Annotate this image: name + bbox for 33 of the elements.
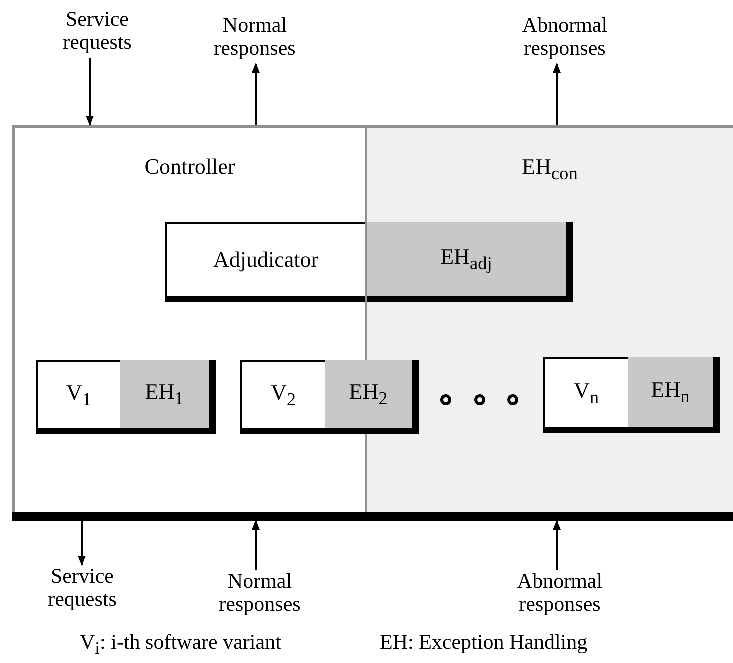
arrow xyxy=(553,520,561,570)
arrow xyxy=(553,63,561,125)
arrow xyxy=(252,520,260,570)
arrow-label: Service requests xyxy=(50,8,145,58)
box-label: EH$_{2}$ xyxy=(349,378,388,410)
box-label: V$_{n}$ xyxy=(574,378,600,408)
region-title: Controller xyxy=(144,154,236,180)
box-label: V$_{2}$ xyxy=(270,380,296,410)
arrow xyxy=(252,63,260,125)
arrow xyxy=(86,58,94,126)
handler-box xyxy=(325,360,419,434)
module-box xyxy=(36,360,120,434)
arrow-label: Normal responses xyxy=(205,570,315,620)
module-box xyxy=(165,222,365,302)
interface-bar xyxy=(12,512,733,521)
box-label: EH$_{1}$ xyxy=(145,378,184,410)
handler-box xyxy=(628,357,720,433)
box-label: Adjudicator xyxy=(213,247,319,273)
arrow-label: Abnormal responses xyxy=(505,14,625,64)
box-label: V$_{1}$ xyxy=(66,380,92,410)
handler-box xyxy=(120,360,216,434)
arrow-label: Normal responses xyxy=(200,14,310,64)
box-label: EH$_{n}$ xyxy=(651,376,690,408)
box-label: EH$_{adj}$ xyxy=(440,244,492,274)
module-box xyxy=(240,360,325,434)
region-title: EH$_{con}$ xyxy=(521,154,579,184)
arrow xyxy=(78,521,86,566)
note-text: EH: Exception Handling xyxy=(380,630,588,655)
handler-box xyxy=(367,222,573,302)
arrow-label: Service requests xyxy=(35,565,130,615)
note-text: V$_{i}$: i-th software variant xyxy=(80,630,282,660)
module-box xyxy=(543,357,628,433)
arrow-label: Abnormal responses xyxy=(500,570,620,620)
